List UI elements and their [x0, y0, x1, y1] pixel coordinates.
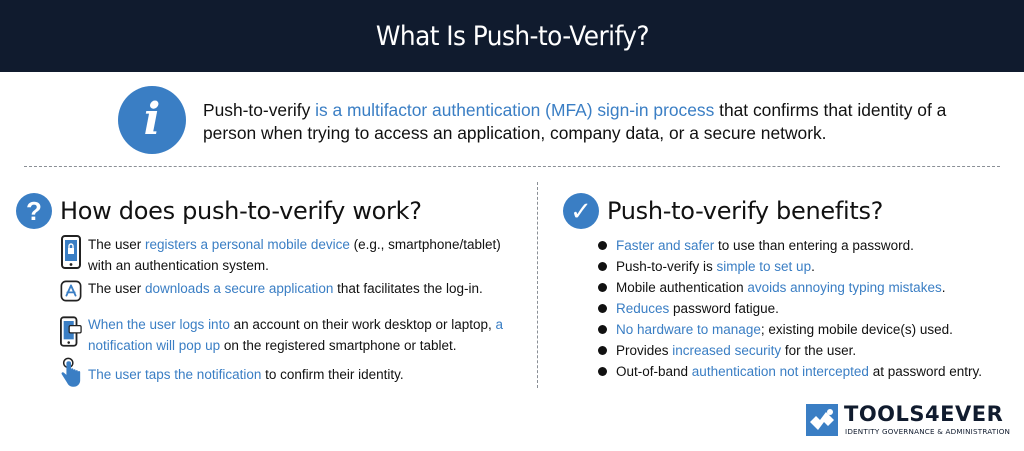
list-item: The user registers a personal mobile dev… — [58, 234, 528, 274]
how-section-title: How does push-to-verify work? — [60, 197, 422, 225]
benefit-text: ; existing mobile device(s) used. — [760, 322, 953, 337]
benefit-text: Provides — [616, 343, 673, 358]
step-highlight: The user taps the notification — [88, 367, 262, 382]
benefit-highlight: Faster and safer — [616, 238, 715, 253]
how-section-heading: ? How does push-to-verify work? — [16, 191, 422, 231]
intro-section: i Push-to-verify is a multifactor authen… — [118, 86, 978, 154]
benefit-text: at password entry. — [868, 364, 982, 379]
smartphone-lock-icon — [61, 235, 81, 269]
list-item: Faster and safer to use than entering a … — [596, 235, 1016, 256]
question-icon: ? — [16, 193, 52, 229]
benefit-highlight: increased security — [672, 343, 782, 358]
benefit-text: password fatigue. — [669, 301, 779, 316]
brand-logo: TOOLS4EVER IDENTITY GOVERNANCE & ADMINIS… — [806, 402, 1016, 440]
step-text: on the registered smartphone or tablet. — [220, 338, 457, 353]
benefit-text: . — [941, 280, 946, 295]
finger-tap-icon — [61, 357, 81, 387]
benefits-list: Faster and safer to use than entering a … — [596, 235, 1016, 382]
list-item: Reduces password fatigue. — [596, 298, 1016, 319]
benefit-text: to use than entering a password. — [714, 238, 914, 253]
logo-mark-icon — [806, 404, 838, 436]
phone-notification-icon — [60, 316, 82, 347]
list-item: The user taps the notification to confir… — [58, 357, 528, 387]
benefit-highlight: simple to set up — [716, 259, 812, 274]
step-text: The user — [88, 281, 146, 296]
page-title: What Is Push-to-Verify? — [375, 20, 649, 52]
list-item: Provides increased security for the user… — [596, 340, 1016, 361]
step-text: (e.g., smartphone/tablet) with an authen… — [88, 237, 501, 273]
benefit-highlight: Reduces — [616, 301, 670, 316]
vertical-divider — [537, 182, 538, 388]
benefit-text: Push-to-verify is — [616, 259, 717, 274]
logo-tagline: IDENTITY GOVERNANCE & ADMINISTRATION — [845, 427, 1011, 436]
step-text: that facilitates the log-in. — [333, 281, 483, 296]
benefits-section-title: Push-to-verify benefits? — [607, 197, 884, 225]
intro-text-end: that confirms that identity of a person … — [203, 100, 947, 143]
how-steps-list: The user registers a personal mobile dev… — [58, 234, 528, 387]
intro-text: Push-to-verify is a multifactor authenti… — [203, 99, 973, 145]
list-item: The user downloads a secure application … — [58, 278, 528, 310]
benefit-highlight: avoids annoying typing mistakes — [747, 280, 942, 295]
benefit-highlight: authentication not intercepted — [691, 364, 869, 379]
app-store-icon — [60, 280, 82, 302]
benefits-section-heading: ✓ Push-to-verify benefits? — [563, 191, 883, 231]
benefit-highlight: No hardware to manage — [616, 322, 761, 337]
step-text: an account on their work desktop or lapt… — [229, 317, 496, 332]
list-item: Push-to-verify is simple to set up. — [596, 256, 1016, 277]
step-text: to confirm their identity. — [261, 367, 404, 382]
benefit-text: Mobile authentication — [616, 280, 748, 295]
benefit-text: for the user. — [781, 343, 857, 358]
checkmark-icon: ✓ — [563, 193, 599, 229]
step-highlight: registers a personal mobile device — [145, 237, 350, 252]
logo-name: TOOLS4EVER — [844, 402, 1004, 426]
horizontal-divider — [24, 166, 1000, 167]
list-item: No hardware to manage; existing mobile d… — [596, 319, 1016, 340]
benefit-text: . — [811, 259, 815, 274]
step-highlight: downloads a secure application — [145, 281, 334, 296]
list-item: When the user logs into an account on th… — [58, 314, 528, 364]
step-text: The user — [88, 237, 146, 252]
info-icon: i — [118, 86, 186, 154]
benefit-text: Out-of-band — [616, 364, 692, 379]
list-item: Mobile authentication avoids annoying ty… — [596, 277, 1016, 298]
intro-highlight: is a multifactor authentication (MFA) si… — [315, 100, 715, 120]
header-banner: What Is Push-to-Verify? — [0, 0, 1024, 72]
intro-text-start: Push-to-verify — [203, 100, 316, 120]
step-highlight: When the user logs into — [88, 317, 230, 332]
list-item: Out-of-band authentication not intercept… — [596, 361, 1016, 382]
step-highlight: a notification will pop up — [88, 317, 504, 353]
